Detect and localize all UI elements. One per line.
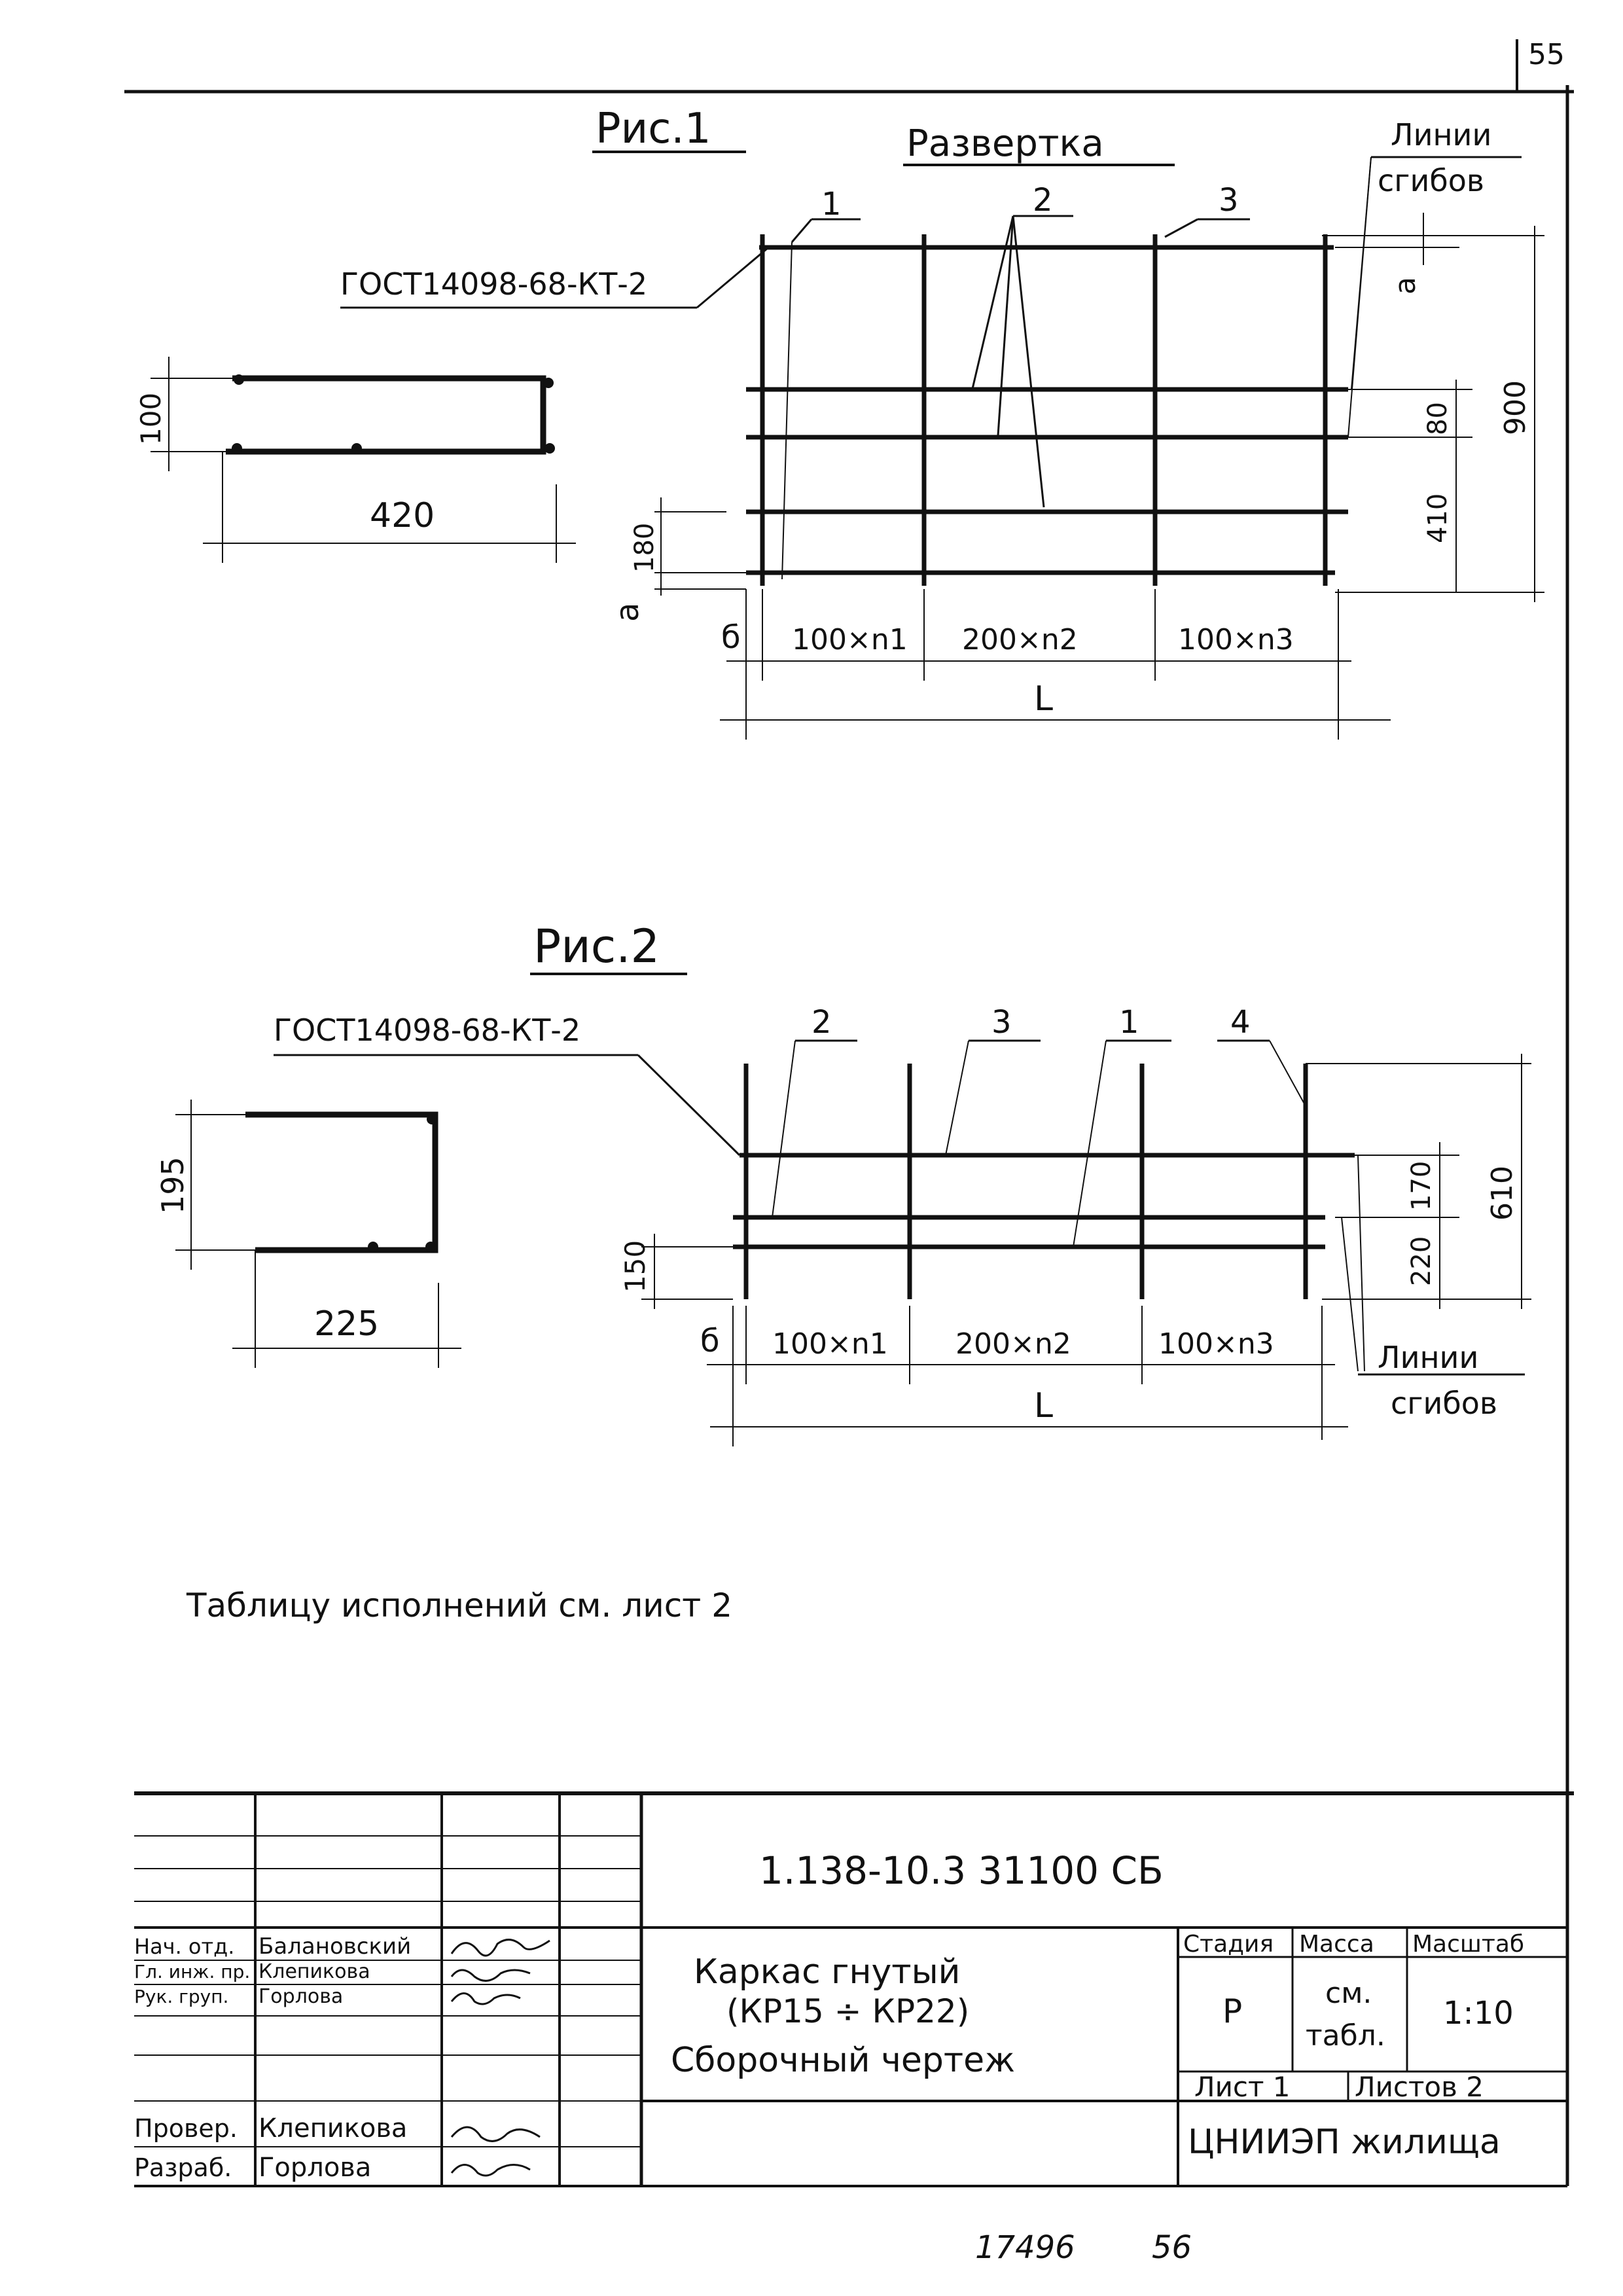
gost-label: ГОСТ14098-68-КТ-2 [340,266,647,302]
product-name-1: Каркас гнутый [694,1952,960,1992]
mass-value-1: см. [1325,1977,1372,2010]
note-text: Таблицу исполнений см. лист 2 [186,1587,732,1624]
fig2-callout-4: 4 [1230,1004,1251,1041]
gost-label-2: ГОСТ14098-68-КТ-2 [274,1013,580,1048]
callout-1: 1 [821,186,842,223]
callout-2: 2 [1033,182,1053,219]
fold-lines-label-1: Линии [1391,117,1491,152]
figure-2: Рис.2 ГОСТ14098-68-КТ-2 2 3 1 4 170 220 [155,920,1531,1446]
dim-610: 610 [1486,1166,1519,1221]
signature-role: Нач. отд. [134,1934,234,1959]
figure-1: Рис.1 Развертка Линии сгибов 1 2 3 ГОСТ1… [135,105,1544,740]
dim-180: 180 [630,523,660,573]
fig2-dim-b: б [700,1323,720,1359]
profile-2-height: 195 [155,1157,190,1214]
signature-name: Горлова [259,2153,371,2183]
sheet-frame [124,39,1574,2186]
fig2-length: L [1034,1386,1053,1426]
scale-header: Масштаб [1412,1931,1524,1958]
footer-inventory-number: 17496 [975,2229,1075,2266]
product-name-3: Сборочный чертеж [671,2041,1015,2080]
sheet-number: Лист 1 [1194,2071,1291,2103]
fig2-callout-1: 1 [1119,1004,1139,1041]
document-code: 1.138-10.3 31100 СБ [759,1848,1164,1893]
stage-value: Р [1222,1992,1242,2030]
fig2-segment-2: 200×n2 [955,1327,1071,1361]
mass-value-2: табл. [1306,2019,1385,2053]
dim-a-top: a [1389,277,1422,295]
title-block: 1.138-10.3 31100 СБ Каркас гнутый (КР15 … [134,1791,1574,2187]
profile-section-2: 195 225 [155,1100,461,1368]
profile-1-width: 420 [370,496,435,535]
figure-1-subtitle: Развертка [906,122,1104,165]
fig2-callout-3: 3 [991,1004,1012,1041]
segment-2-label: 200×n2 [962,623,1078,656]
dim-220: 220 [1406,1236,1436,1286]
dim-a-bottom: a [609,603,646,622]
product-name-2: (КР15 ÷ КР22) [726,1992,969,2030]
profile-2-width: 225 [314,1304,379,1344]
sheets-total: Листов 2 [1355,2071,1484,2103]
fold-lines-2-label-2: сгибов [1391,1386,1497,1421]
organization-name: ЦНИИЭП жилища [1188,2123,1501,2162]
handwritten-signatures [450,1939,550,2177]
signature-name: Клепикова [259,1960,370,1983]
dim-80: 80 [1423,402,1453,435]
signature-role: Гл. инж. пр. [134,1961,250,1982]
signature-role: Разраб. [134,2153,232,2182]
stage-header: Стадия [1183,1931,1274,1958]
dim-410: 410 [1423,493,1453,543]
fig2-callout-2: 2 [812,1004,832,1041]
profile-section-1: 100 420 [135,357,576,563]
signature-role: Провер. [134,2114,238,2143]
figure-1-title: Рис.1 [596,105,711,153]
footer-page-number: 56 [1152,2229,1192,2266]
dim-170: 170 [1406,1161,1436,1211]
callout-3: 3 [1219,182,1239,219]
segment-3-label: 100×n3 [1178,623,1294,656]
fig2-segment-1: 100×n1 [772,1327,888,1361]
page-number: 55 [1528,38,1565,71]
signature-name: Горлова [259,1985,343,2008]
scale-value: 1:10 [1443,1995,1514,2032]
signature-name: Клепикова [259,2113,407,2144]
dim-900: 900 [1499,380,1532,435]
signature-name: Балановский [259,1933,411,1960]
figure-2-title: Рис.2 [533,920,660,973]
profile-1-height: 100 [135,393,167,445]
length-label: L [1034,679,1053,719]
fold-lines-2-label-1: Линии [1378,1340,1478,1375]
fold-lines-label-2: сгибов [1378,163,1484,198]
segment-1-label: 100×n1 [792,623,908,656]
dim-150: 150 [619,1240,651,1293]
dim-b: б [721,619,741,656]
mass-header: Масса [1299,1931,1374,1958]
signature-role: Рук. груп. [134,1986,228,2007]
fig2-segment-3: 100×n3 [1158,1327,1274,1361]
